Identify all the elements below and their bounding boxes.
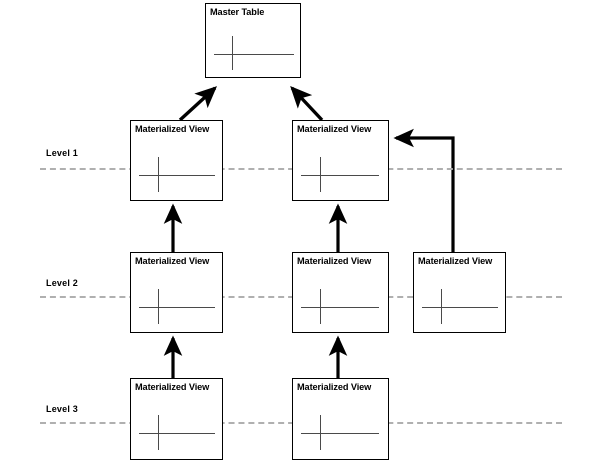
node-mv-level3-left[interactable]: Materialized View xyxy=(130,378,223,460)
table-icon xyxy=(206,4,300,77)
table-icon xyxy=(131,379,222,459)
node-label-master-table: Master Table xyxy=(210,7,265,17)
node-label-mv-level2-left: Materialized View xyxy=(135,256,210,266)
node-mv-level2-middle[interactable]: Materialized View xyxy=(292,252,389,333)
node-mv-level3-middle[interactable]: Materialized View xyxy=(292,378,389,460)
table-icon xyxy=(293,379,388,459)
node-mv-level2-left[interactable]: Materialized View xyxy=(130,252,223,333)
edge-mv1left-to-master xyxy=(178,86,218,122)
table-icon xyxy=(414,253,505,332)
node-label-mv-level3-left: Materialized View xyxy=(135,382,210,392)
table-icon xyxy=(131,253,222,332)
node-mv-level2-right[interactable]: Materialized View xyxy=(413,252,506,333)
node-label-mv-level1-right: Materialized View xyxy=(297,124,372,134)
node-label-mv-level1-left: Materialized View xyxy=(135,124,210,134)
node-label-mv-level2-right: Materialized View xyxy=(418,256,493,266)
node-mv-level1-left[interactable]: Materialized View xyxy=(130,120,223,201)
node-mv-level1-right[interactable]: Materialized View xyxy=(292,120,389,201)
node-label-mv-level2-middle: Materialized View xyxy=(297,256,372,266)
level-label-3: Level 3 xyxy=(46,404,78,414)
table-icon xyxy=(293,253,388,332)
node-master-table[interactable]: Master Table xyxy=(205,3,301,78)
edge-mv2right-to-mv1right xyxy=(393,128,455,252)
node-label-mv-level3-middle: Materialized View xyxy=(297,382,372,392)
level-label-1: Level 1 xyxy=(46,148,78,158)
table-icon xyxy=(131,121,222,200)
level-label-2: Level 2 xyxy=(46,278,78,288)
edge-mv1right-to-master xyxy=(290,86,324,122)
table-icon xyxy=(293,121,388,200)
